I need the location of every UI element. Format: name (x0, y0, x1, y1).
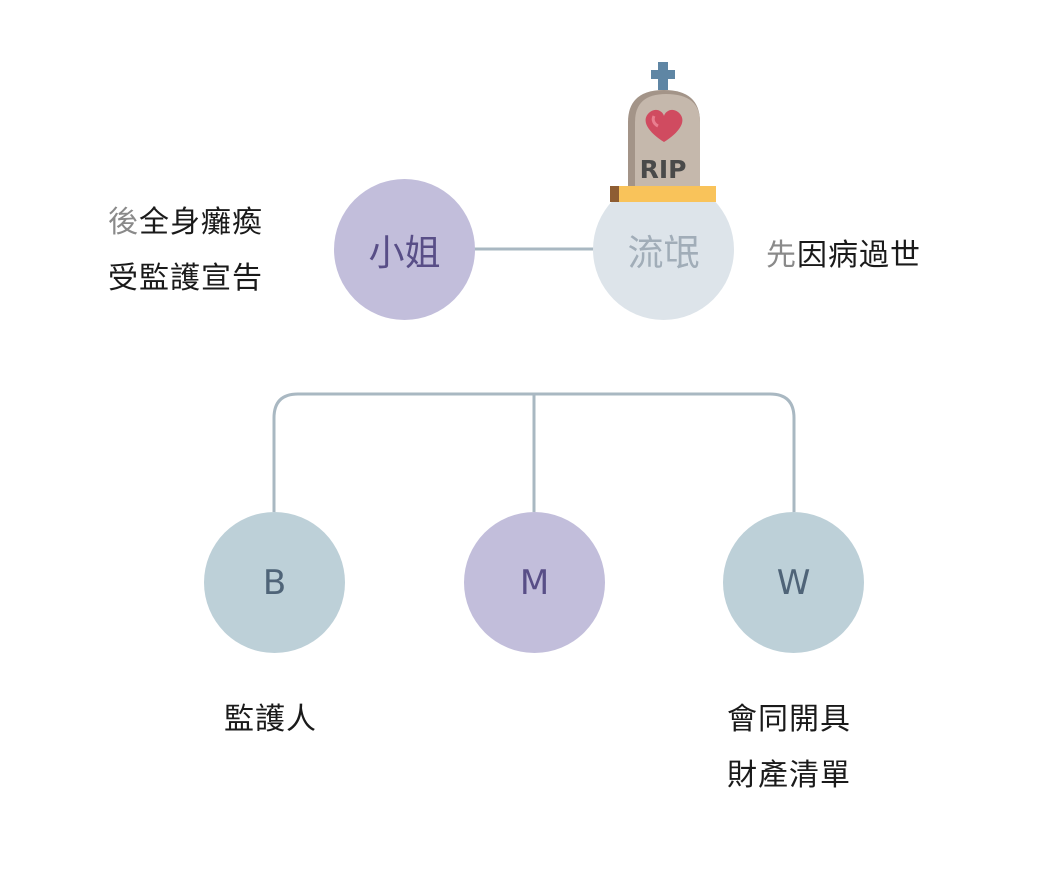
child-m-node: M (464, 512, 605, 653)
inventory-note: 會同開具 財產清單 (727, 692, 851, 804)
child-w-label: W (776, 562, 811, 603)
inventory-note-line2: 財產清單 (727, 758, 851, 793)
person-miss-label: 小姐 (368, 232, 441, 274)
paralysis-note-lead: 後 (108, 205, 139, 240)
illness-death-note-rest: 因病過世 (797, 238, 921, 273)
paralysis-note: 後全身癱瘓 受監護宣告 (108, 195, 263, 307)
child-w-node: W (723, 512, 864, 653)
guardian-note: 監護人 (224, 702, 317, 737)
child-b-node: B (204, 512, 345, 653)
person-deceased-node: 流氓 (593, 179, 734, 320)
person-miss-node: 小姐 (334, 179, 475, 320)
tombstone-icon: RIP (610, 62, 716, 202)
inventory-note-line1: 會同開具 (727, 702, 851, 737)
paralysis-note-rest: 全身癱瘓 (139, 205, 263, 240)
guardianship-declaration-text: 受監護宣告 (108, 261, 263, 296)
tombstone-text: RIP (640, 155, 687, 184)
illness-death-note-lead: 先 (766, 238, 797, 273)
illness-death-note: 先因病過世 (766, 228, 921, 284)
person-deceased-label: 流氓 (627, 232, 700, 274)
child-b-label: B (262, 562, 287, 603)
child-m-label: M (519, 562, 550, 603)
